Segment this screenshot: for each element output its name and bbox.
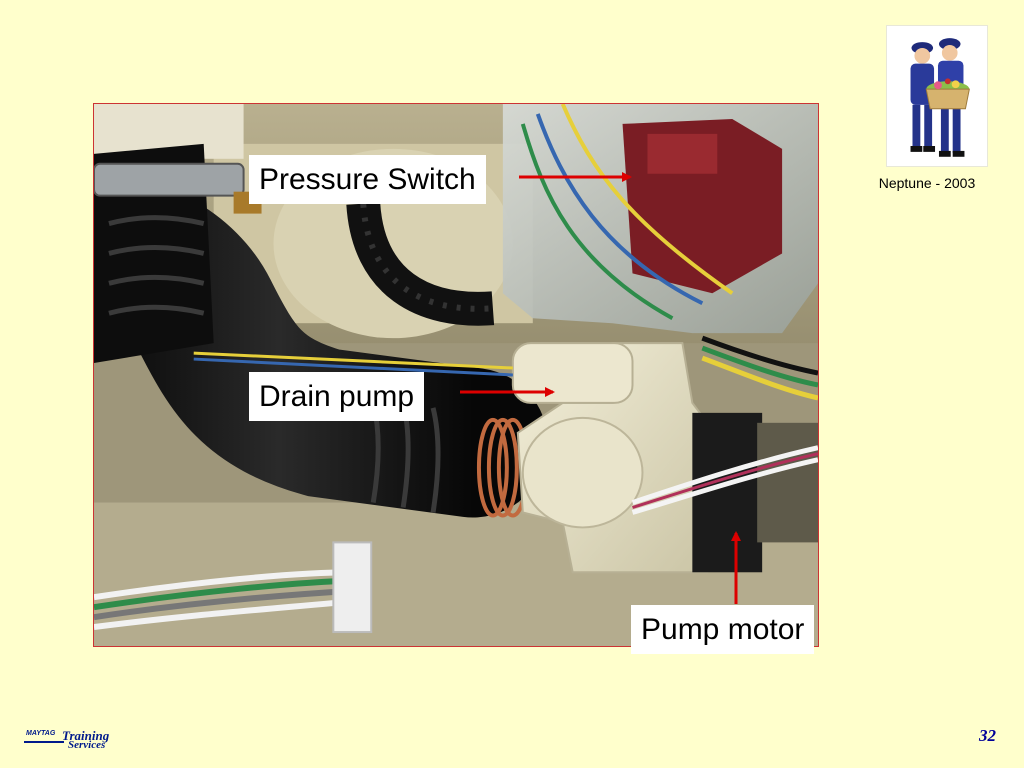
slide-caption: Neptune - 2003 xyxy=(878,175,976,191)
pressure-switch-label: Pressure Switch xyxy=(249,155,486,204)
repairmen-figures xyxy=(910,38,970,157)
logo-underline xyxy=(24,741,64,743)
logo-word-training: Training xyxy=(62,728,110,743)
pump-motor-label: Pump motor xyxy=(631,605,815,654)
maytag-repairmen-illustration-icon xyxy=(886,25,988,167)
maytag-training-services-logo: MAYTAG Training Services xyxy=(24,728,116,752)
logo-word-services: Services xyxy=(68,739,106,751)
logo-brand-text: MAYTAG xyxy=(26,730,56,737)
page-number: 32 xyxy=(979,726,996,745)
drain-pump-label: Drain pump xyxy=(249,372,425,421)
